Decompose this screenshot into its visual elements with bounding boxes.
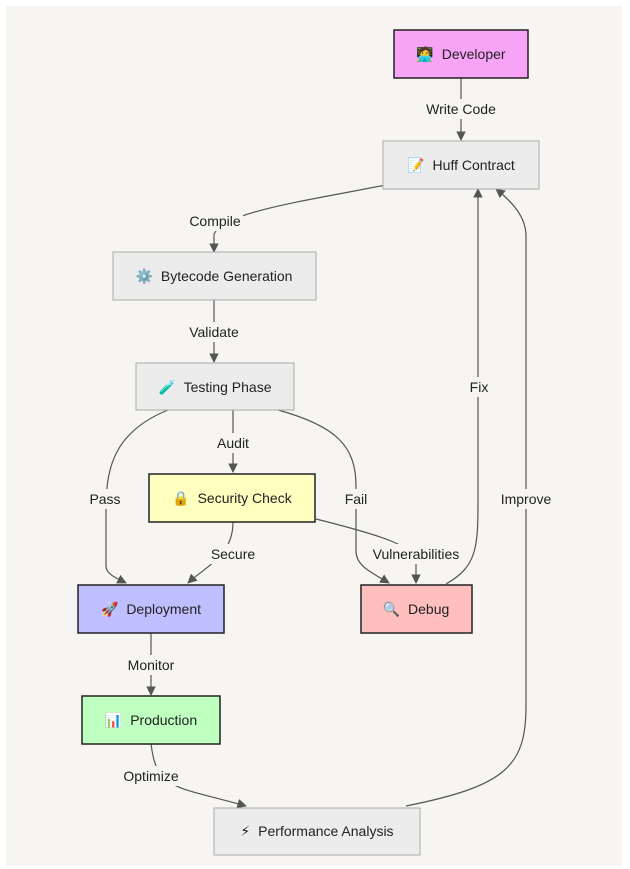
edge-label-monitor: Monitor [128, 657, 175, 673]
node-label-deployment: Deployment [126, 601, 201, 617]
developer-icon: 🧑‍💻 [416, 45, 433, 63]
svg-text:🧪 Testing Phase: 🧪 Testing Phase [158, 379, 271, 396]
node-testing-phase[interactable]: 🧪 Testing Phase [135, 362, 295, 411]
node-debug[interactable]: 🔍 Debug [360, 584, 473, 634]
node-deployment[interactable]: 🚀 Deployment [77, 584, 225, 634]
node-developer[interactable]: 🧑‍💻 Developer [393, 29, 529, 79]
edge-labels: Write Code Compile Validate Audit Pass F… [86, 99, 556, 786]
diagram-canvas: Write Code Compile Validate Audit Pass F… [6, 6, 622, 866]
edge-performance-huff [405, 188, 527, 807]
node-huff-contract[interactable]: 📝 Huff Contract [382, 140, 540, 190]
svg-text:🚀 Deployment: 🚀 Deployment [101, 601, 201, 618]
node-label-debug: Debug [408, 601, 449, 617]
node-label-huff-contract: Huff Contract [433, 157, 515, 173]
node-bytecode-generation[interactable]: ⚙️ Bytecode Generation [112, 251, 317, 301]
node-production[interactable]: 📊 Production [81, 695, 221, 745]
node-security-check[interactable]: 🔒 Security Check [148, 473, 316, 523]
edge-label-vulnerabilities: Vulnerabilities [373, 546, 460, 562]
node-label-bytecode-generation: Bytecode Generation [161, 268, 293, 284]
edge-testing-debug [277, 409, 390, 584]
node-label-security-check: Security Check [198, 490, 293, 506]
svg-text:🧑‍💻 Developer: 🧑‍💻 Developer [416, 45, 505, 63]
svg-text:⚙️ Bytecode Generation: ⚙️ Bytecode Generation [136, 268, 293, 285]
edge-debug-huff [445, 188, 483, 585]
edge-label-fix: Fix [470, 379, 489, 395]
svg-text:📝 Huff Contract: 📝 Huff Contract [407, 157, 515, 174]
bar-chart-icon: 📊 [105, 712, 122, 729]
rocket-icon: 🚀 [101, 601, 119, 618]
gear-icon: ⚙️ [136, 268, 153, 285]
svg-text:📊 Production: 📊 Production [105, 712, 197, 729]
edge-label-improve: Improve [501, 491, 552, 507]
edge-label-pass: Pass [89, 491, 120, 507]
edge-label-validate: Validate [189, 324, 239, 340]
magnifier-icon: 🔍 [383, 600, 400, 618]
lock-icon: 🔒 [172, 490, 189, 507]
test-tube-icon: 🧪 [158, 379, 175, 396]
edge-label-optimize: Optimize [123, 768, 178, 784]
lightning-icon: ⚡ [240, 823, 250, 839]
svg-text:🔍 Debug: 🔍 Debug [383, 600, 450, 618]
flowchart: Write Code Compile Validate Audit Pass F… [77, 29, 556, 856]
node-performance-analysis[interactable]: ⚡ Performance Analysis [213, 807, 421, 856]
edge-label-audit: Audit [217, 435, 249, 451]
edge-label-fail: Fail [345, 491, 368, 507]
node-label-developer: Developer [442, 46, 506, 62]
node-label-performance-analysis: Performance Analysis [258, 823, 393, 839]
svg-text:⚡ Performance Analysis: ⚡ Performance Analysis [240, 823, 393, 839]
memo-icon: 📝 [407, 157, 424, 174]
node-label-testing-phase: Testing Phase [184, 379, 272, 395]
edge-label-write-code: Write Code [426, 101, 496, 117]
edge-label-secure: Secure [211, 546, 256, 562]
svg-text:🔒 Security Check: 🔒 Security Check [172, 490, 292, 507]
node-label-production: Production [130, 712, 197, 728]
edge-label-compile: Compile [189, 213, 241, 229]
